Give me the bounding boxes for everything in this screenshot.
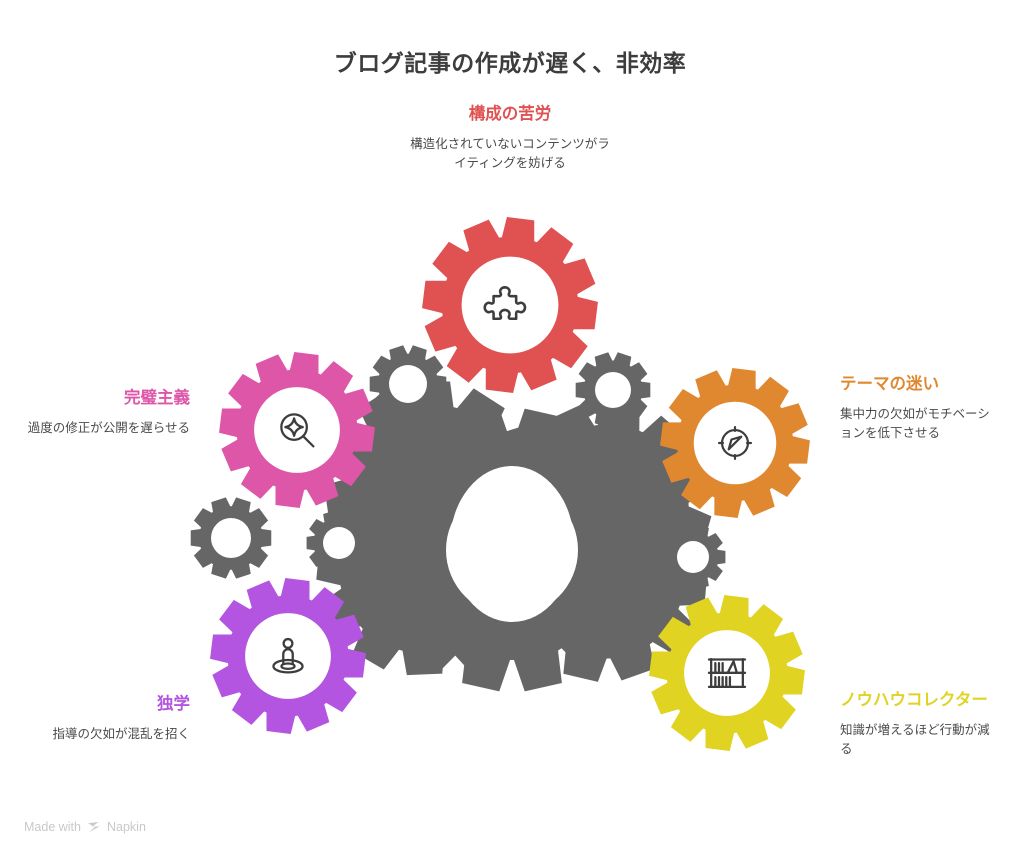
- small-gear-small-left-outer: [190, 497, 272, 579]
- node-gear-knowhow[interactable]: [649, 595, 805, 751]
- label-knowhow-title: ノウハウコレクター: [840, 691, 988, 709]
- label-structure-desc: 構造化されていないコンテンツがライティングを妨げる: [410, 136, 610, 171]
- label-knowhow-desc: 知識が増えるほど行動が減る: [840, 722, 990, 757]
- label-selfstudy-desc: 指導の欠如が混乱を招く: [52, 726, 190, 741]
- label-perfectionism-title: 完璧主義: [124, 389, 190, 407]
- small-gear-small-top-left: [369, 345, 447, 423]
- node-gear-theme[interactable]: [660, 368, 810, 518]
- label-theme: テーマの迷い 集中力の欠如がモチベーションを低下させる: [840, 374, 1002, 444]
- label-selfstudy-title: 独学: [157, 695, 190, 713]
- node-gear-structure[interactable]: [422, 217, 598, 393]
- label-structure: 構成の苦労 構造化されていないコンテンツがライティングを妨げる: [410, 104, 610, 174]
- label-perfectionism-desc: 過度の修正が公開を遅らせる: [27, 420, 190, 435]
- small-gear-small-left-inner: [306, 510, 372, 576]
- center-gear-hole: [450, 466, 574, 622]
- label-theme-desc: 集中力の欠如がモチベーションを低下させる: [840, 406, 990, 441]
- node-gear-hub-structure: [461, 256, 559, 354]
- label-structure-title: 構成の苦労: [468, 105, 552, 123]
- magnifier-sparkle-icon: [280, 413, 315, 448]
- napkin-logo-icon: [87, 820, 101, 834]
- label-theme-title: テーマの迷い: [840, 375, 939, 393]
- small-gear-small-top-right: [575, 352, 651, 428]
- footer-made-with-label: Made with: [24, 820, 81, 834]
- node-gear-selfstudy[interactable]: [210, 578, 366, 734]
- label-knowhow: ノウハウコレクター 知識が増えるほど行動が減る: [840, 690, 1002, 760]
- bookshelf-icon: [707, 658, 747, 688]
- small-gear-small-right: [660, 524, 726, 590]
- node-gear-perfectionism[interactable]: [219, 352, 375, 508]
- page-title: ブログ記事の作成が遅く、非効率: [333, 50, 687, 76]
- footer-brand-name: Napkin: [106, 820, 146, 834]
- puzzle-piece-icon: [483, 286, 527, 321]
- label-perfectionism: 完璧主義 過度の修正が公開を遅らせる: [18, 388, 190, 438]
- footer-brand: Made with Napkin: [24, 820, 146, 834]
- person-on-pin-icon: [272, 637, 304, 674]
- compass-icon: [717, 425, 753, 461]
- node-gear-hub-selfstudy: [245, 613, 331, 699]
- label-selfstudy: 独学 指導の欠如が混乱を招く: [18, 694, 190, 744]
